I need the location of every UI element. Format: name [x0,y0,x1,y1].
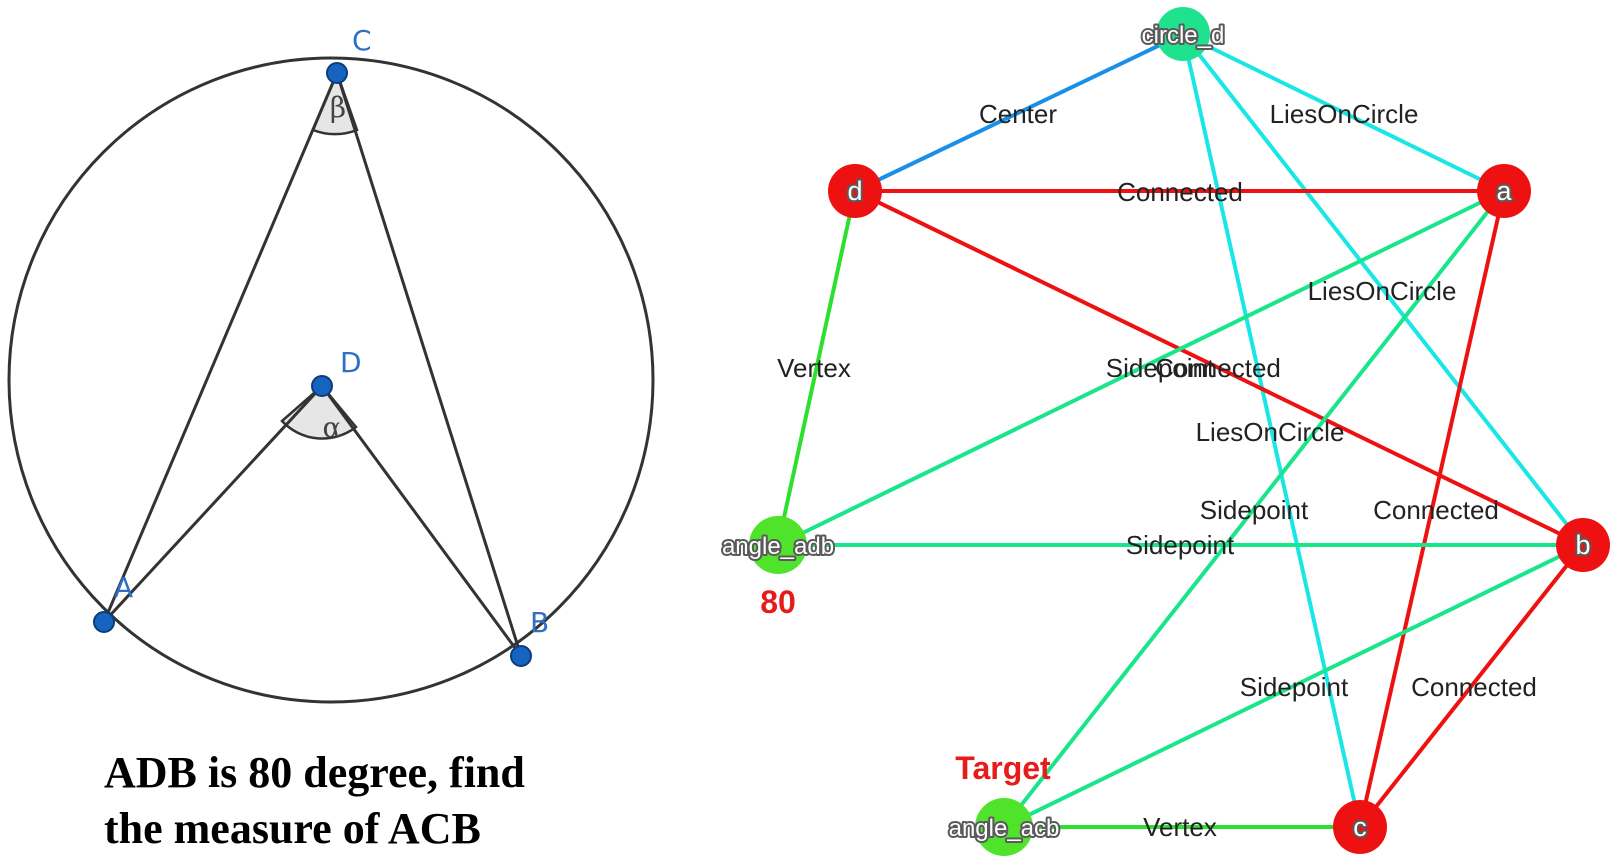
geometry-figure: C D A B β α [7,24,655,704]
edge-b-c [1358,543,1585,829]
edge-angle_acb-a [1002,189,1506,829]
node-circle_d [1156,7,1210,61]
segment-ca [102,72,339,623]
node-label-angle_acb: angle_acb [949,815,1060,842]
edge-label-angle_acb-a: Sidepoint [1200,495,1309,525]
point-d-label: D [340,346,362,379]
edge-label-d-a: Connected [1117,177,1243,207]
node-angle_adb [749,516,807,574]
edge-angle_adb-a [777,189,1505,547]
question-line-1: ADB is 80 degree, find [104,748,525,797]
question-line-2: the measure of ACB [104,804,481,853]
node-label-c: c [1353,812,1367,842]
edge-a-c [1358,190,1506,828]
segment-da [102,384,324,624]
point-a [93,611,115,633]
angle-beta-label: β [330,91,346,124]
edge-label-d-b: Connected [1155,353,1281,383]
edge-label-b-c: Connected [1411,672,1537,702]
node-angle_acb [975,798,1033,856]
node-c [1333,800,1387,854]
point-a-label: A [114,571,133,604]
node-label-a: a [1496,176,1512,206]
edge-circle_d-b [1181,32,1585,547]
point-b-label: B [530,606,549,639]
edge-label-circle_d-c: LiesOnCircle [1196,417,1345,447]
annotation-angle_acb: Target [955,750,1051,786]
edge-label-d-angle_adb: Vertex [777,353,851,383]
node-label-circle_d: circle_d [1142,22,1225,49]
node-label-d: d [847,176,862,206]
edge-d-b [854,189,1584,547]
edge-label-a-c: Connected [1373,495,1499,525]
edge-label-angle_acb-b: Sidepoint [1240,672,1349,702]
point-b [510,645,532,667]
edge-circle_d-d [854,32,1184,193]
edge-label-circle_d-d: Center [979,99,1057,129]
point-c [326,62,348,84]
circle-d [7,56,655,704]
edge-label-angle_adb-a: Sidepoint [1106,353,1215,383]
edge-circle_d-c [1181,33,1362,828]
edge-d-angle_adb [776,190,857,546]
edge-angle_acb-b [1003,543,1584,829]
edge-label-angle_adb-b: Sidepoint [1126,530,1235,560]
point-d [311,375,333,397]
angle-alpha-label: α [323,411,342,444]
edge-label-angle_acb-c: Vertex [1143,812,1217,842]
edge-circle_d-a [1182,32,1505,193]
node-label-angle_adb: angle_adb [722,533,834,560]
edge-label-circle_d-b: LiesOnCircle [1308,276,1457,306]
node-a [1477,164,1531,218]
graph-nodes: circle_dd a angle_adb b angle_acb c [720,7,1610,856]
segment-cb [335,72,523,657]
question: ADB is 80 degree, find the measure of AC… [104,748,525,853]
annotation-angle_adb: 80 [760,584,796,620]
segment-db [320,385,523,657]
point-c-label: C [352,24,372,57]
edge-label-circle_d-a: LiesOnCircle [1270,99,1419,129]
node-b [1556,518,1610,572]
node-d [828,164,882,218]
node-label-b: b [1575,530,1590,560]
graph-edges [776,32,1585,829]
